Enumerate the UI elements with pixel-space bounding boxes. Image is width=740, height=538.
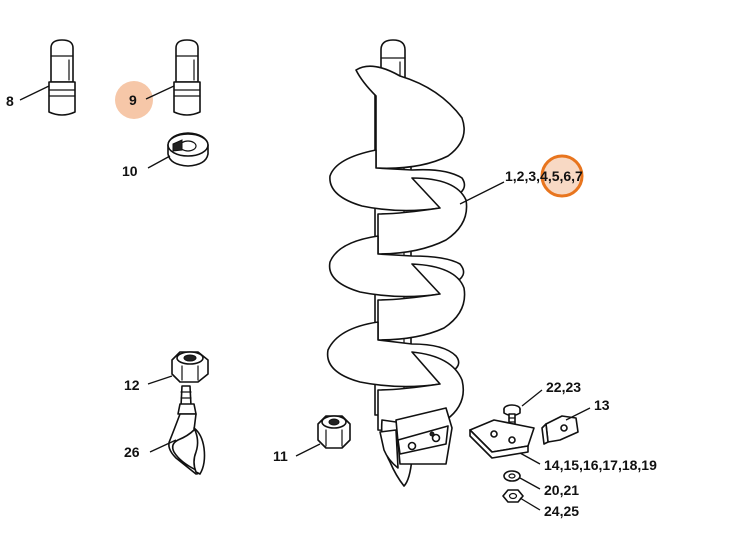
auger-1-7[interactable]	[326, 39, 468, 487]
part-10-lock-ring[interactable]	[167, 132, 209, 167]
part-11-nut[interactable]	[317, 415, 351, 449]
part-12-nut[interactable]	[171, 351, 209, 383]
label-parts-14-19: 14,15,16,17,18,19	[544, 457, 657, 473]
label-parts-20-21: 20,21	[544, 482, 579, 498]
label-parts-1-7: 1,2,3,4,5,6,7	[505, 168, 583, 184]
label-parts-1-7-c: ,7	[571, 168, 583, 184]
label-parts-24-25: 24,25	[544, 503, 579, 519]
part-13-plate[interactable]	[541, 415, 579, 445]
label-part-11: 11	[273, 448, 288, 464]
highlight-dot-part-9	[115, 81, 153, 119]
label-parts-1-7-b: 4,5,6	[540, 168, 571, 184]
part-14-19-blade[interactable]	[469, 419, 535, 459]
label-part-12: 12	[124, 377, 140, 393]
label-parts-22-23: 22,23	[546, 379, 581, 395]
label-part-8: 8	[6, 93, 14, 109]
label-part-9: 9	[129, 92, 137, 108]
label-part-26: 26	[124, 444, 140, 460]
part-9-pin[interactable]	[173, 39, 201, 116]
label-part-10: 10	[122, 163, 138, 179]
highlight-ring-parts-4-5-6	[540, 154, 584, 198]
part-26-center-tip[interactable]	[168, 385, 206, 475]
label-parts-1-7-a: 1,2,3,	[505, 168, 540, 184]
part-20-21-washer[interactable]	[503, 470, 521, 482]
part-22-23-screw[interactable]	[503, 404, 521, 429]
part-8-pin[interactable]	[48, 39, 76, 116]
part-24-25-nut[interactable]	[502, 489, 524, 503]
label-part-13: 13	[594, 397, 610, 413]
